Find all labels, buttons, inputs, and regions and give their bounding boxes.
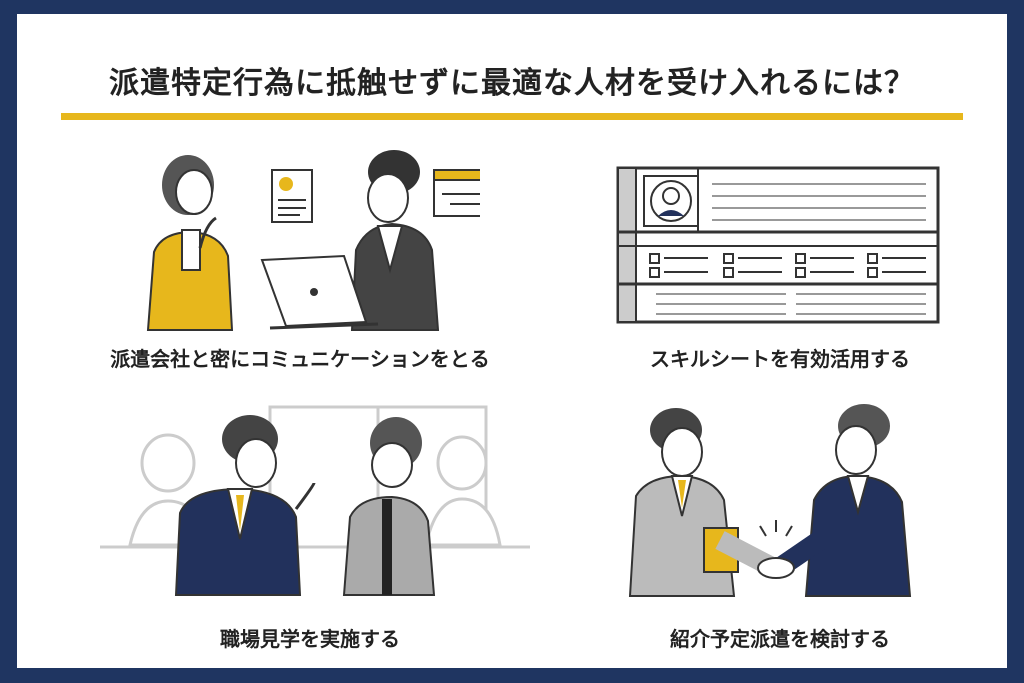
workplace-visit-icon	[100, 405, 530, 596]
caption-workplace-visit: 職場見学を実施する	[220, 627, 400, 651]
business-meeting-icon	[146, 150, 480, 331]
skill-sheet-icon	[616, 166, 940, 324]
caption-temp-to-perm: 紹介予定派遣を検討する	[670, 627, 890, 651]
caption-communication: 派遣会社と密にコミュニケーションをとる	[110, 347, 490, 371]
title-underline	[61, 113, 963, 120]
handshake-icon	[628, 404, 912, 597]
page-title: 派遣特定行為に抵触せずに最適な人材を受け入れるには？	[109, 66, 915, 101]
caption-skill-sheet: スキルシートを有効活用する	[650, 347, 910, 371]
